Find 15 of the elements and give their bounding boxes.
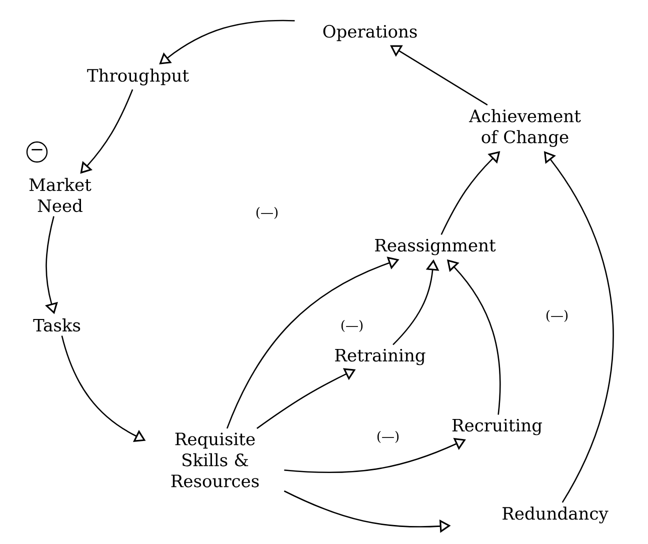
variable-label: Tasks [33, 318, 80, 332]
variable-label: Throughput [87, 68, 189, 86]
variable-label: Recruiting [452, 418, 542, 436]
polarity-label: (—) [546, 310, 568, 322]
variable-label: Achievement of Change [468, 109, 581, 147]
variable-label: Retraining [335, 348, 426, 366]
polarity-label: (—) [377, 431, 399, 443]
variable-label: Redundancy [502, 506, 608, 524]
polarity-label: (—) [341, 320, 363, 332]
polarity-label: (—) [256, 207, 278, 219]
variable-label: Operations [323, 24, 417, 42]
polarity-sign: − [26, 141, 48, 163]
variable-label: Reassignment [375, 238, 496, 256]
variable-label: Market Need [29, 178, 92, 212]
variable-label: Requisite Skills & Resources [171, 432, 259, 488]
